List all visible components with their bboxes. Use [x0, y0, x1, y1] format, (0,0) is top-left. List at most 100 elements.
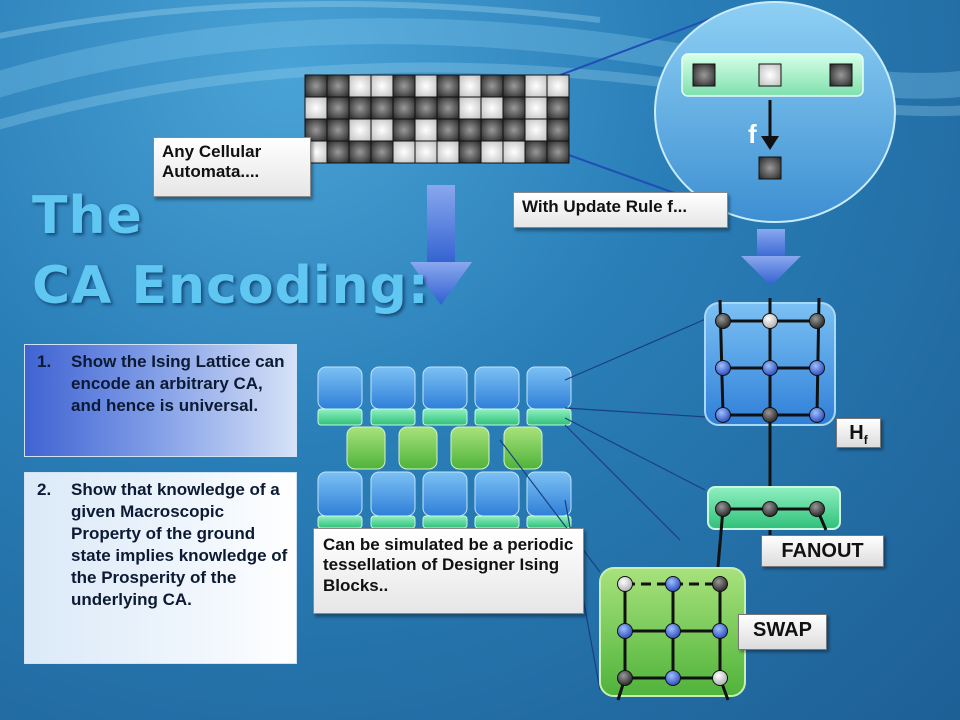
ca-cell	[546, 74, 570, 98]
result-cell	[758, 156, 782, 180]
point-1-text: Show the Ising Lattice can encode an arb…	[71, 352, 285, 416]
hf-block	[704, 297, 836, 540]
update-rule-bubble: f	[654, 1, 896, 223]
point-2-box: 2. Show that knowledge of a given Macros…	[24, 472, 297, 664]
teal-tile	[317, 515, 363, 529]
green-tile	[398, 426, 438, 470]
teal-tile	[474, 515, 520, 529]
update-rule-label: With Update Rule f...	[513, 192, 728, 228]
ca-cell	[524, 140, 548, 164]
fanout-tag: FANOUT	[761, 535, 884, 567]
ca-cell	[348, 74, 372, 98]
ca-cell	[524, 96, 548, 120]
blue-tile	[317, 471, 363, 517]
ca-cell	[524, 74, 548, 98]
teal-tile	[422, 408, 468, 426]
blue-tile	[317, 366, 363, 410]
ca-cell	[546, 118, 570, 142]
ca-cell	[480, 96, 504, 120]
f-symbol: f	[748, 119, 757, 149]
teal-tile	[370, 515, 416, 529]
ca-cell	[326, 96, 350, 120]
ca-cell	[436, 74, 460, 98]
ca-cell	[436, 96, 460, 120]
rule-arrow-head	[761, 136, 779, 150]
simulated-label: Can be simulated be a periodic tessellat…	[313, 528, 584, 614]
ca-cell	[326, 118, 350, 142]
teal-tile	[370, 408, 416, 426]
down-arrow-right	[741, 229, 801, 286]
ca-cell	[392, 96, 416, 120]
ca-cell	[414, 74, 438, 98]
ca-cell	[304, 74, 328, 98]
ca-cell	[392, 118, 416, 142]
tessellation	[317, 366, 572, 529]
blue-tile	[422, 366, 468, 410]
title-line-2: CA Encoding:	[32, 256, 430, 316]
ca-cell	[392, 74, 416, 98]
green-tile	[346, 426, 386, 470]
ca-cell	[370, 118, 394, 142]
ca-cell	[370, 74, 394, 98]
neighbor-cell-left	[692, 63, 716, 87]
ca-cell	[480, 118, 504, 142]
teal-tile	[474, 408, 520, 426]
blue-tile	[526, 366, 572, 410]
ca-cell	[348, 140, 372, 164]
green-tile	[450, 426, 490, 470]
green-tile	[503, 426, 543, 470]
ca-cell	[436, 140, 460, 164]
teal-tile	[422, 515, 468, 529]
hf-tag-sub: f	[863, 433, 868, 447]
ca-cell	[458, 96, 482, 120]
ca-cell	[458, 74, 482, 98]
swap-tag: SWAP	[738, 614, 827, 650]
any-ca-label: Any Cellular Automata....	[153, 137, 311, 197]
ca-cell	[326, 140, 350, 164]
ca-cell	[458, 118, 482, 142]
ca-cell	[502, 96, 526, 120]
hf-tag-main: H	[849, 422, 864, 444]
point-2-text: Show that knowledge of a given Macroscop…	[71, 480, 288, 610]
ca-cell	[546, 140, 570, 164]
ca-cell	[392, 140, 416, 164]
ca-grid	[304, 74, 570, 164]
title-line-1: The	[32, 186, 143, 246]
ca-cell	[414, 140, 438, 164]
point-1-box: 1. Show the Ising Lattice can encode an …	[24, 344, 297, 457]
ca-cell	[414, 118, 438, 142]
teal-tile	[317, 408, 363, 426]
ca-cell	[304, 96, 328, 120]
swap-block	[599, 567, 746, 701]
blue-tile	[526, 471, 572, 517]
ca-cell	[524, 118, 548, 142]
ca-cell	[502, 140, 526, 164]
point-2-number: 2.	[37, 480, 52, 499]
hf-tag: Hf	[836, 418, 881, 448]
ca-cell	[348, 96, 372, 120]
ca-cell	[546, 96, 570, 120]
blue-tile	[474, 366, 520, 410]
teal-tile	[526, 515, 572, 529]
neighbor-cell-center	[758, 63, 782, 87]
down-arrow-left	[410, 185, 472, 305]
ca-cell	[348, 118, 372, 142]
ca-cell	[370, 140, 394, 164]
blue-tile	[370, 471, 416, 517]
ca-cell	[502, 118, 526, 142]
ca-cell	[370, 96, 394, 120]
blue-tile	[474, 471, 520, 517]
teal-tile	[526, 408, 572, 426]
point-1-number: 1.	[37, 352, 52, 371]
ca-cell	[326, 74, 350, 98]
blue-tile	[370, 366, 416, 410]
blue-tile	[422, 471, 468, 517]
ca-cell	[480, 140, 504, 164]
neighbor-cell-right	[829, 63, 853, 87]
ca-cell	[458, 140, 482, 164]
ca-cell	[414, 96, 438, 120]
ca-cell	[436, 118, 460, 142]
ca-cell	[502, 74, 526, 98]
